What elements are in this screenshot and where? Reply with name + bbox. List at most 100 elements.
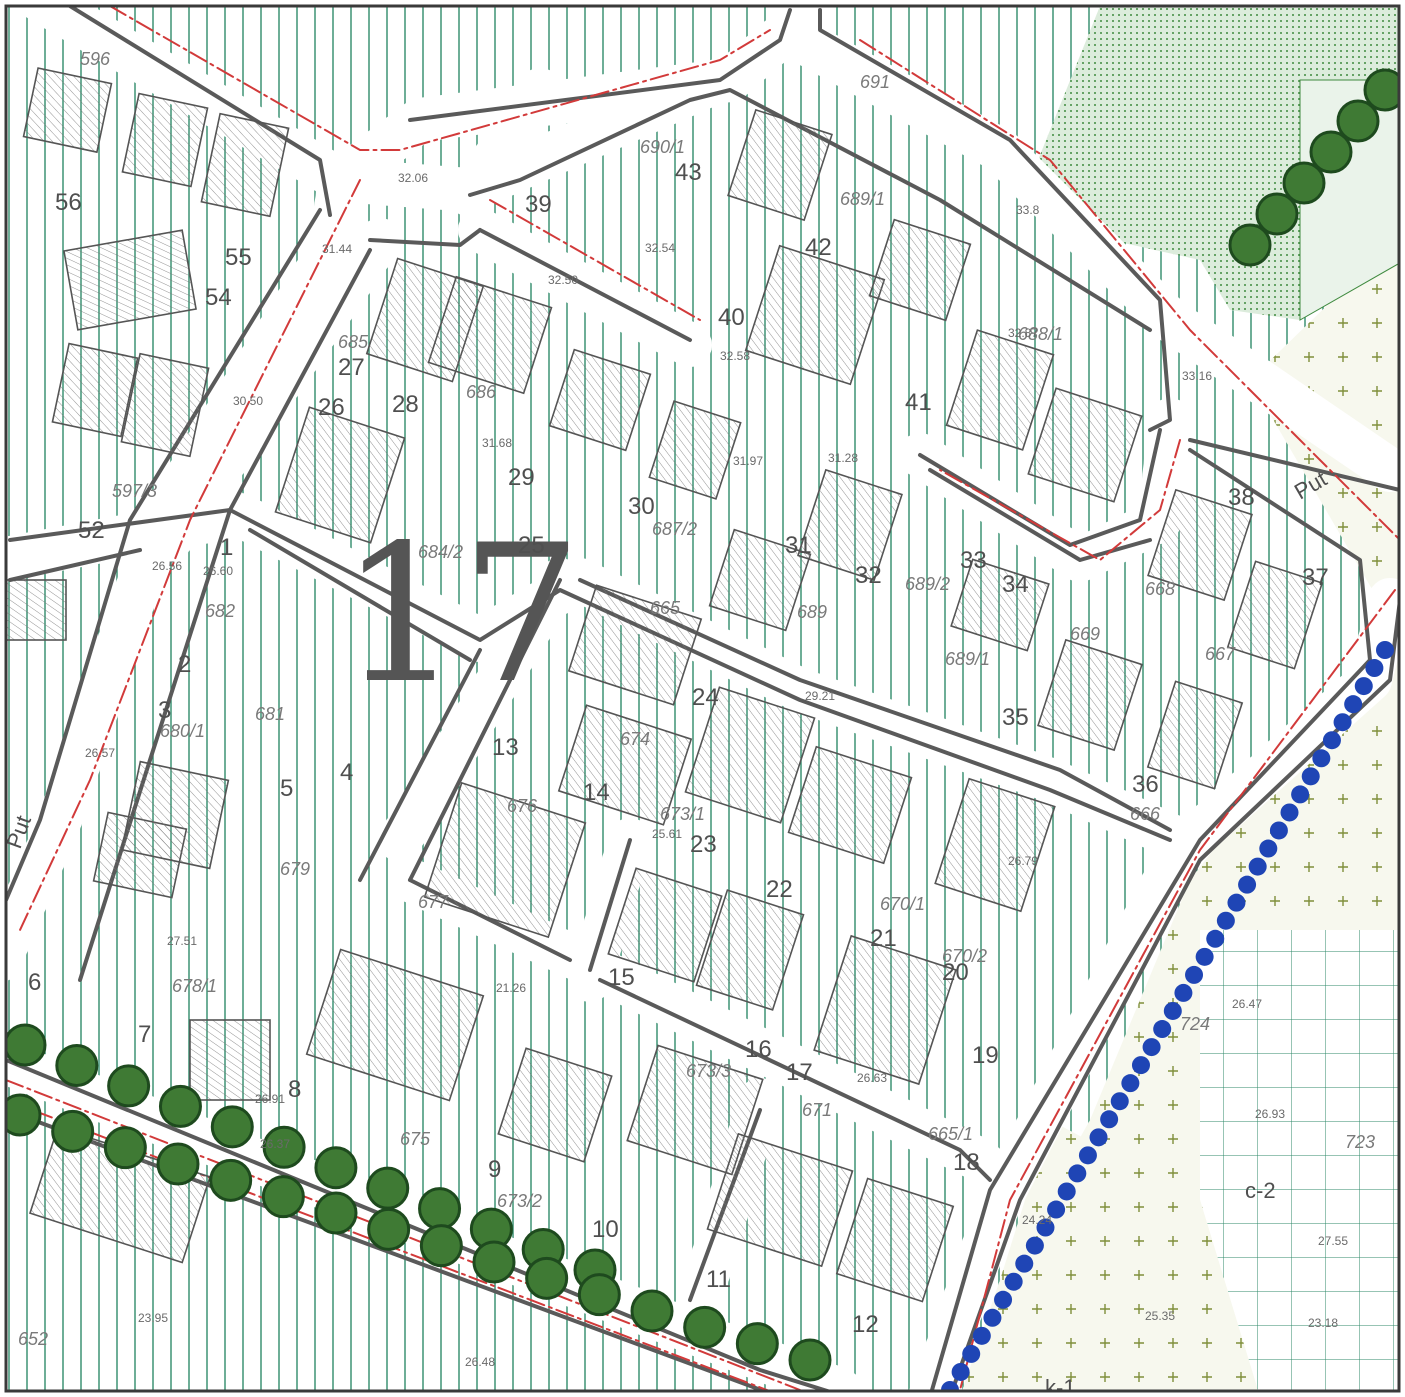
plot-number: 10: [592, 1216, 619, 1243]
tree-icon: [1336, 99, 1380, 143]
plot-number: 5: [280, 775, 293, 802]
utility-dot: [1153, 1020, 1172, 1039]
plot-number: 39: [525, 191, 552, 218]
tree-icon: [630, 1289, 674, 1333]
parcel-number: 673/3: [686, 1061, 731, 1081]
elevation-value: 26.47: [1232, 997, 1262, 1011]
tree-icon: [788, 1338, 832, 1382]
parcel-number: 674: [620, 729, 650, 749]
utility-dot: [1344, 695, 1363, 714]
elevation-value: 31.97: [733, 454, 763, 468]
tree-icon: [1363, 68, 1399, 112]
plot-number: 27: [338, 354, 365, 381]
tree-icon: [419, 1224, 463, 1268]
utility-dot: [1216, 911, 1235, 930]
elevation-value: 26.79: [1008, 854, 1038, 868]
parcel-number: 685: [338, 332, 369, 352]
utility-dot: [1057, 1182, 1076, 1201]
utility-dot: [1365, 659, 1384, 678]
utility-dot: [1142, 1038, 1161, 1057]
elevation-value: 27.55: [1318, 1234, 1348, 1248]
parcel-number: 667: [1205, 644, 1236, 664]
plot-number: 16: [745, 1036, 772, 1063]
plot-number: 24: [692, 684, 719, 711]
parcel-number: 652: [18, 1329, 48, 1349]
plot-number: 11: [706, 1266, 731, 1293]
utility-dot: [1089, 1128, 1108, 1147]
utility-line: [941, 641, 1394, 1391]
parcel-number: 676: [507, 796, 538, 816]
plot-number: 40: [718, 304, 745, 331]
parcel-number: 665/1: [928, 1124, 973, 1144]
plot-number: 17: [786, 1059, 813, 1086]
elevation-value: 23.18: [1308, 1316, 1338, 1330]
utility-dot: [1333, 713, 1352, 732]
plot-number: 2: [178, 651, 191, 678]
tree-icon: [1309, 130, 1353, 174]
utility-dot: [1121, 1074, 1140, 1093]
utility-dot: [1004, 1272, 1023, 1291]
plot-number: 20: [942, 959, 969, 986]
tree-icon: [156, 1142, 200, 1186]
plot-number: 13: [492, 734, 519, 761]
utility-dot: [1354, 677, 1373, 696]
plot-number: 43: [675, 159, 702, 186]
parcel-number: 597/3: [112, 481, 157, 501]
plot-number: 15: [608, 964, 635, 991]
tree-icon: [1228, 223, 1272, 267]
elevation-value: 31.44: [322, 242, 352, 256]
parcel-number: 673/1: [660, 804, 705, 824]
parcel-number: 670/2: [942, 946, 987, 966]
parcel-number: 677: [418, 892, 449, 912]
utility-dot: [1015, 1254, 1034, 1273]
tree-icon: [1282, 161, 1326, 205]
utility-dot: [1291, 785, 1310, 804]
utility-dot: [983, 1308, 1002, 1327]
plot-number: 31: [785, 532, 812, 559]
tree-icon: [683, 1305, 727, 1349]
utility-dot: [1047, 1200, 1066, 1219]
tree-icon: [51, 1109, 95, 1153]
plot-number: 52: [78, 517, 105, 544]
parcel-number: 689/1: [945, 649, 990, 669]
utility-dot: [1322, 731, 1341, 750]
utility-dot: [1110, 1092, 1129, 1111]
plot-number: 33: [960, 547, 987, 574]
tree-icon: [735, 1322, 779, 1366]
elevation-value: 26.37: [260, 1137, 290, 1151]
utility-dot: [1269, 821, 1288, 840]
plot-number: 56: [55, 189, 82, 216]
elevation-value: 26.60: [203, 564, 233, 578]
utility-dot: [1100, 1110, 1119, 1129]
elevation-value: 32.50: [548, 273, 578, 287]
utility-dot: [951, 1362, 970, 1381]
plot-number: 6: [28, 969, 41, 996]
zone-label: k-1: [1045, 1375, 1076, 1397]
utility-dot: [1036, 1218, 1055, 1237]
building-footprints: [6, 67, 1324, 1303]
zone-label: c-2: [1245, 1178, 1276, 1203]
parcel-number: 678/1: [172, 976, 217, 996]
elevation-value: 32.06: [398, 171, 428, 185]
plot-number: 12: [852, 1311, 879, 1338]
parcel-number: 689/2: [905, 574, 950, 594]
elevation-value: 23.95: [138, 1311, 168, 1325]
elevation-value: 26.91: [255, 1092, 285, 1106]
tree-icon: [314, 1146, 358, 1190]
parcel-number: 690/1: [640, 137, 685, 157]
parcel-number: 680/1: [160, 721, 205, 741]
plot-number: 37: [1302, 564, 1329, 591]
utility-dot: [1185, 965, 1204, 984]
parcel-number: 723: [1345, 1132, 1375, 1152]
parcel-number: 673/2: [497, 1191, 542, 1211]
utility-dot: [1259, 839, 1278, 858]
tree-icon: [55, 1043, 99, 1087]
plot-number: 29: [508, 464, 535, 491]
plot-number: 26: [318, 394, 345, 421]
tree-icon: [210, 1105, 254, 1149]
block-number: 17: [340, 504, 582, 725]
parcel-number: 681: [255, 704, 285, 724]
plot-number: 18: [953, 1149, 980, 1176]
